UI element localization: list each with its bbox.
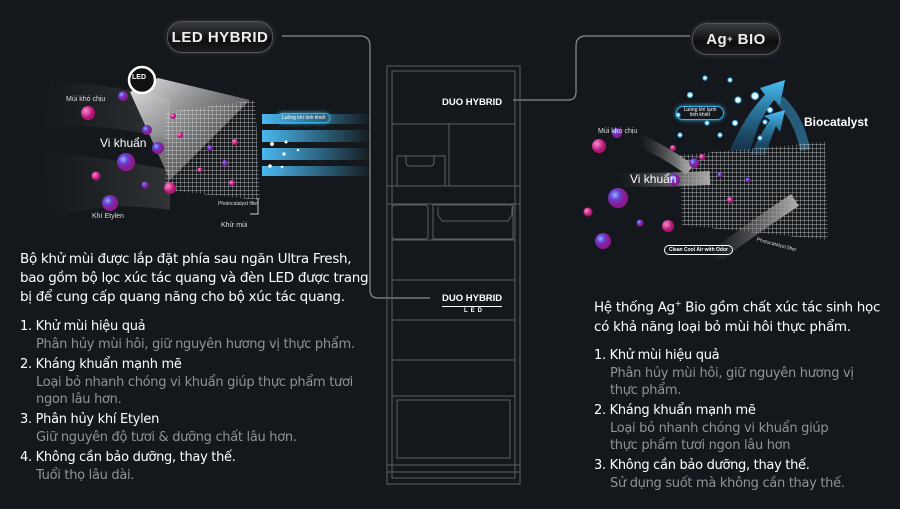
fridge-label-duo-hybrid: DUO HYBRID	[442, 97, 503, 108]
ag-bio-connector	[513, 35, 690, 101]
feature-item: 4. Không cần bảo dưỡng, thay thế.Tuổi th…	[20, 450, 236, 483]
fridge-label-led-sub: LED	[464, 308, 485, 314]
label-ethylene: Khí Etylen	[92, 213, 124, 220]
photocatalyst-filter	[165, 100, 260, 200]
led-icon	[127, 65, 157, 95]
feature-item: 3. Không cần bảo dưỡng, thay thế.Sử dụng…	[594, 458, 845, 491]
fridge-outline	[386, 65, 521, 485]
label-odor: Mùi khó chịu	[66, 96, 106, 103]
label-odor-right: Mùi khó chịu	[598, 128, 638, 135]
label-bacteria-right: Vi khuẩn	[630, 172, 677, 186]
label-clean-cool-air: Clean Cool Air with Odor	[664, 245, 733, 255]
label-filter: Photocatalyst filter	[218, 201, 259, 207]
led-hybrid-connector	[282, 35, 430, 299]
label-deodorize: Khử mùi	[221, 222, 248, 229]
led-icon-label: LED	[132, 74, 146, 81]
led-hybrid-badge: LED HYBRID	[167, 21, 273, 53]
ag-bio-intro: Hệ thống Ag+ Bio gồm chất xúc tác sinh h…	[594, 299, 881, 335]
ag-bio-diagram	[583, 75, 828, 260]
biocatalyst-arrow	[730, 80, 785, 152]
led-hybrid-diagram	[40, 65, 370, 220]
biocatalyst-filter	[680, 142, 828, 240]
fridge-label-duo-hybrid-led: DUO HYBRID	[442, 293, 503, 307]
label-biocatalyst: Biocatalyst	[804, 115, 869, 129]
label-bacteria: Vi khuẩn	[100, 136, 147, 150]
label-clean-air: Luồng khí tinh khiết	[277, 113, 331, 123]
led-hybrid-intro: Bộ khử mùi được lắp đặt phía sau ngăn Ul…	[20, 251, 369, 305]
ag-bio-badge: Ag+ BIO	[692, 23, 780, 55]
label-clean-cold-air: Luồng khí lạnh tinh khiết	[676, 106, 724, 120]
